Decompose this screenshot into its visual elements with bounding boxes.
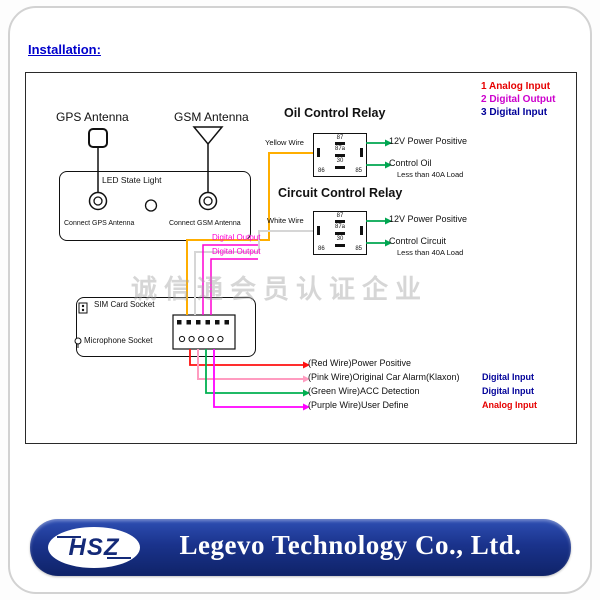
circuit-load-label: Less than 40A Load (397, 248, 464, 257)
oil-pin-85: 85 (355, 168, 362, 174)
legend-digital-input: 3 Digital Input (481, 107, 548, 118)
oil-power-positive-label: 12V Power Positive (389, 136, 468, 146)
circuit-pin-30-contact (335, 244, 345, 247)
digital-output-label-1: Digital Output (212, 233, 261, 242)
circuit-relay-title: Circuit Control Relay (278, 186, 403, 200)
circuit-pin-86: 86 (318, 246, 325, 252)
microphone-socket-label: Microphone Socket (84, 336, 153, 345)
circuit-pin-87: 87 (336, 213, 344, 219)
oil-control-label: Control Oil (389, 158, 432, 168)
purple-wire-tag: Analog Input (482, 400, 537, 410)
white-wire-label: White Wire (267, 216, 304, 225)
footer-banner: HSZ Legevo Technology Co., Ltd. (30, 519, 571, 576)
red-wire-label: (Red Wire)Power Positive (308, 358, 412, 368)
sim-card-socket-label: SIM Card Socket (94, 300, 155, 309)
pink-wire-tag: Digital Input (482, 372, 534, 382)
oil-relay-title: Oil Control Relay (284, 106, 386, 120)
connect-gps-antenna-label: Connect GPS Antenna (64, 220, 135, 227)
oil-pin-87a: 87a (334, 146, 346, 152)
circuit-power-positive-label: 12V Power Positive (389, 214, 468, 224)
hsz-logo: HSZ (48, 527, 140, 568)
gsm-antenna-label: GSM Antenna (174, 110, 249, 124)
circuit-pin-30: 30 (336, 236, 344, 242)
purple-wire (213, 349, 310, 411)
circuit-pin-87a: 87a (334, 224, 346, 230)
oil-relay-box: 87 87a 30 86 85 (313, 133, 367, 177)
circuit-control-label: Control Circuit (389, 236, 447, 246)
circuit-pin-86-contact (317, 226, 320, 235)
installation-heading: Installation: (28, 42, 101, 57)
digital-output-label-2: Digital Output (212, 247, 261, 256)
oil-pin-86-contact (317, 148, 320, 157)
connect-gsm-antenna-label: Connect GSM Antenna (169, 220, 241, 227)
oil-pin-30-contact (335, 166, 345, 169)
green-wire-label: (Green Wire)ACC Detection (308, 386, 420, 396)
circuit-relay-box: 87 87a 30 86 85 (313, 211, 367, 255)
circuit-pin-87a-contact (335, 232, 345, 235)
legend-digital-output: 2 Digital Output (481, 94, 556, 105)
oil-pin-87-contact (335, 142, 345, 145)
led-state-light-label: LED State Light (102, 175, 162, 185)
hsz-logo-text: HSZ (68, 533, 120, 561)
oil-load-label: Less than 40A Load (397, 170, 464, 179)
company-name: Legevo Technology Co., Ltd. (179, 530, 522, 560)
circuit-pin-87-contact (335, 220, 345, 223)
wiring-diagram: 1 Analog Input 2 Digital Output 3 Digita… (25, 72, 577, 444)
green-wire-tag: Digital Input (482, 386, 534, 396)
oil-pin-87: 87 (336, 135, 344, 141)
yellow-wire-label: Yellow Wire (265, 138, 304, 147)
purple-wire-label: (Purple Wire)User Define (308, 400, 409, 410)
gps-antenna-label: GPS Antenna (56, 110, 129, 124)
oil-pin-85-contact (360, 148, 363, 157)
oil-pin-86: 86 (318, 168, 325, 174)
pink-wire-label: (Pink Wire)Original Car Alarm(Klaxon) (308, 372, 460, 382)
circuit-pin-85: 85 (355, 246, 362, 252)
oil-pin-87a-contact (335, 154, 345, 157)
legend-analog-input: 1 Analog Input (481, 81, 551, 92)
circuit-pin-85-contact (360, 226, 363, 235)
oil-pin-30: 30 (336, 158, 344, 164)
